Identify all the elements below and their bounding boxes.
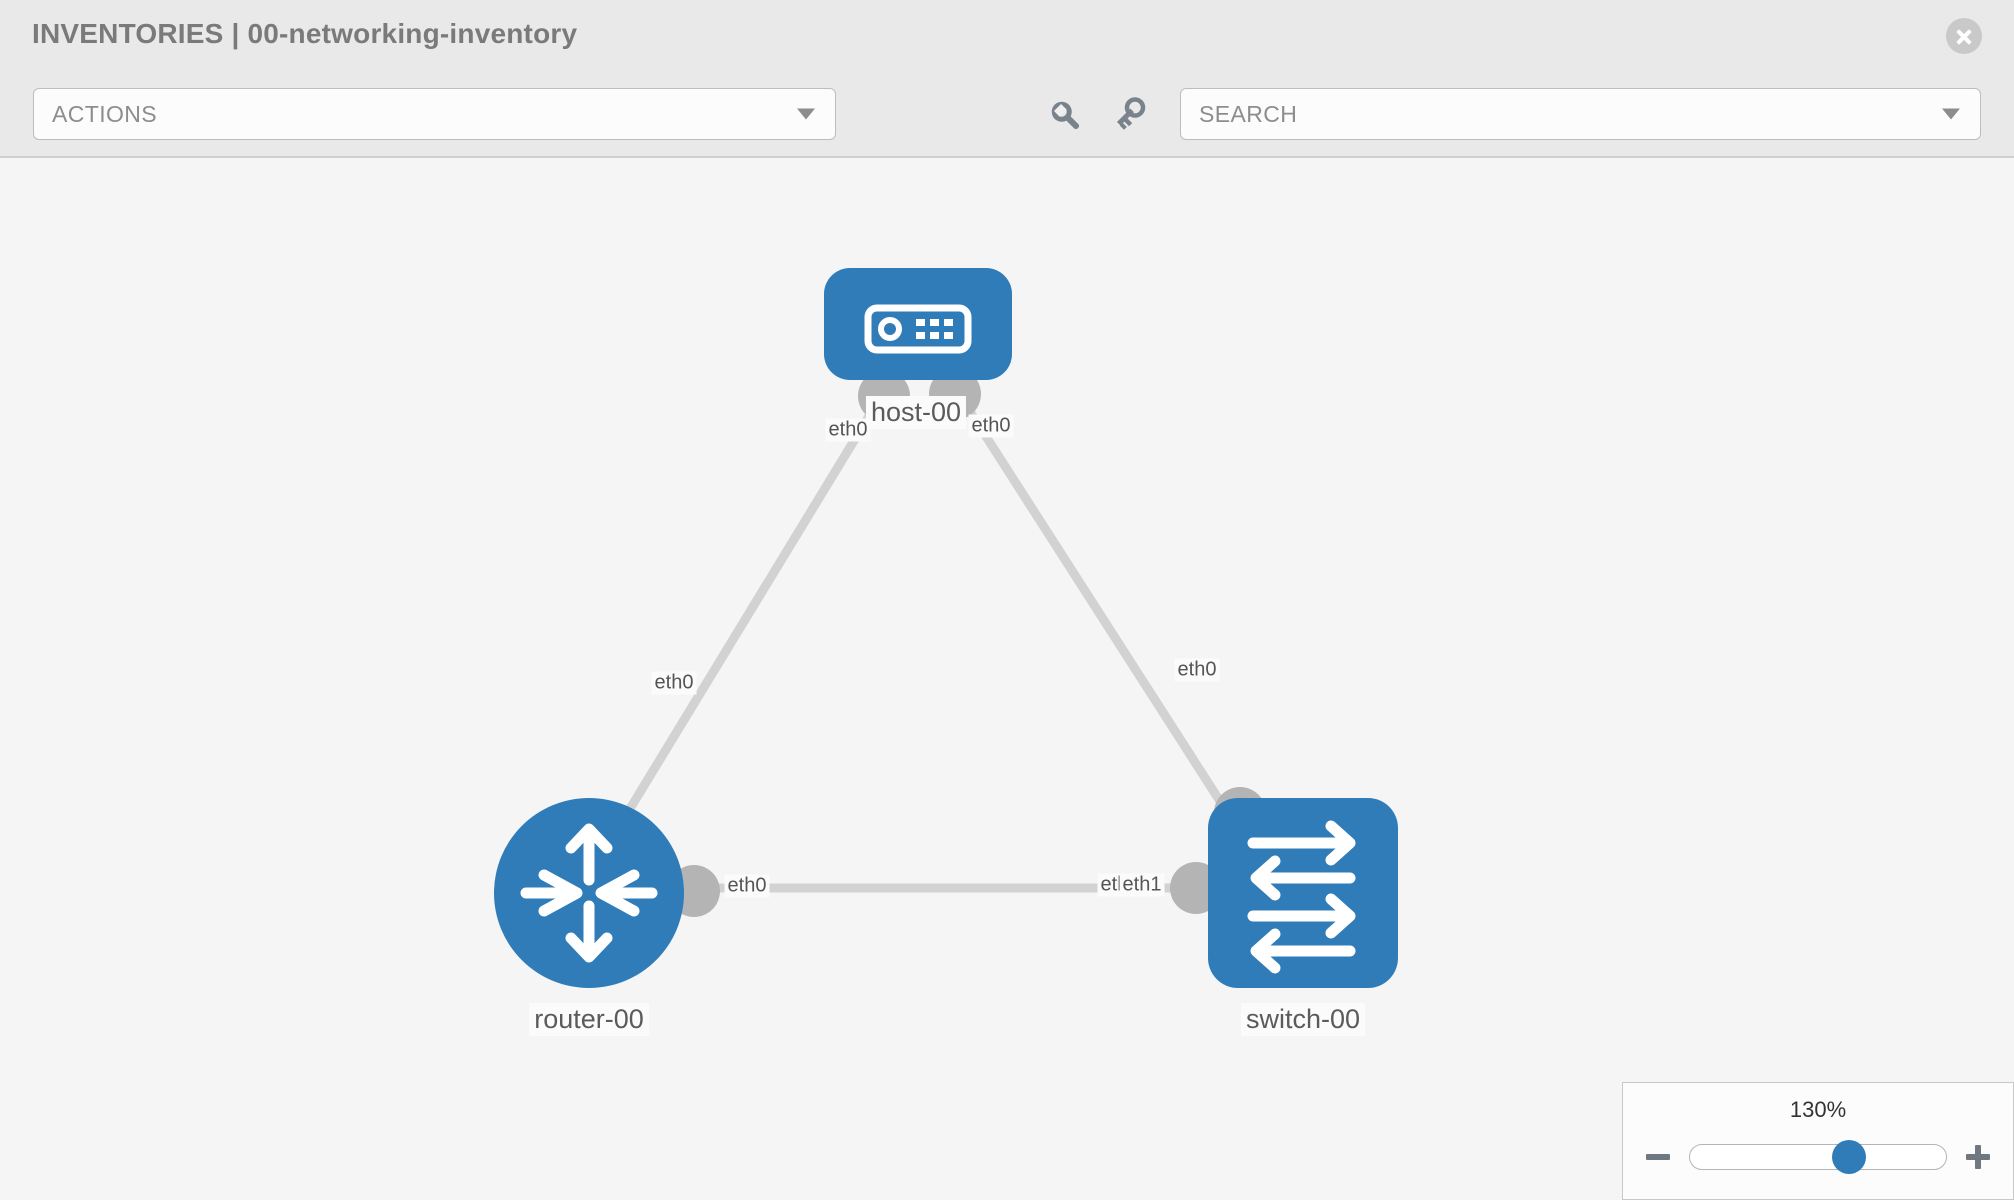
actions-dropdown-label: ACTIONS bbox=[52, 100, 158, 127]
topology-canvas[interactable]: host-00 router-00 switch-00 eth0 eth0 et… bbox=[0, 158, 2014, 1200]
zoom-slider[interactable] bbox=[1689, 1140, 1947, 1174]
minus-icon bbox=[1646, 1154, 1670, 1160]
switch-arrows-icon bbox=[1247, 820, 1356, 974]
port-label: eth0 bbox=[825, 418, 871, 442]
close-icon[interactable] bbox=[1946, 18, 1982, 54]
key-icon[interactable] bbox=[1115, 96, 1155, 136]
node-label-switch: switch-00 bbox=[1240, 1003, 1366, 1036]
zoom-in-button[interactable] bbox=[1963, 1142, 1993, 1172]
chevron-down-icon bbox=[797, 108, 815, 120]
search-input-value: SEARCH bbox=[1199, 100, 1298, 127]
wrench-icon[interactable] bbox=[1046, 96, 1086, 136]
port-label: eth1 bbox=[1119, 873, 1165, 897]
zoom-slider-thumb[interactable] bbox=[1831, 1140, 1866, 1174]
zoom-out-button[interactable] bbox=[1643, 1142, 1673, 1172]
topology-ports bbox=[668, 368, 1266, 917]
server-icon bbox=[864, 304, 972, 354]
node-router-00 bbox=[494, 798, 684, 988]
router-arrows-icon bbox=[520, 823, 658, 963]
port-label: eth0 bbox=[651, 671, 697, 695]
node-host-00 bbox=[824, 268, 1012, 380]
port-label: eth0 bbox=[968, 414, 1014, 438]
search-input[interactable]: SEARCH bbox=[1180, 88, 1981, 140]
actions-dropdown[interactable]: ACTIONS bbox=[33, 88, 836, 140]
node-label-host: host-00 bbox=[865, 396, 967, 429]
topology-graph bbox=[494, 268, 1398, 988]
chevron-down-icon bbox=[1942, 108, 1960, 120]
node-label-router: router-00 bbox=[529, 1003, 649, 1036]
page-title: INVENTORIES | 00-networking-inventory bbox=[32, 18, 578, 49]
plus-icon-vertical bbox=[1975, 1145, 1981, 1169]
zoom-level-label: 130% bbox=[1789, 1097, 1847, 1122]
page-header: INVENTORIES | 00-networking-inventory bbox=[0, 0, 2014, 70]
link-host-router bbox=[596, 395, 884, 861]
zoom-control: 130% bbox=[1622, 1082, 2014, 1200]
node-switch-00 bbox=[1208, 798, 1398, 988]
port-label: eth0 bbox=[724, 874, 770, 898]
toolbar: ACTIONS SEARC bbox=[0, 70, 2014, 158]
port-label: eth0 bbox=[1174, 658, 1220, 682]
topology-links bbox=[596, 393, 1254, 893]
link-host-switch bbox=[956, 393, 1254, 851]
